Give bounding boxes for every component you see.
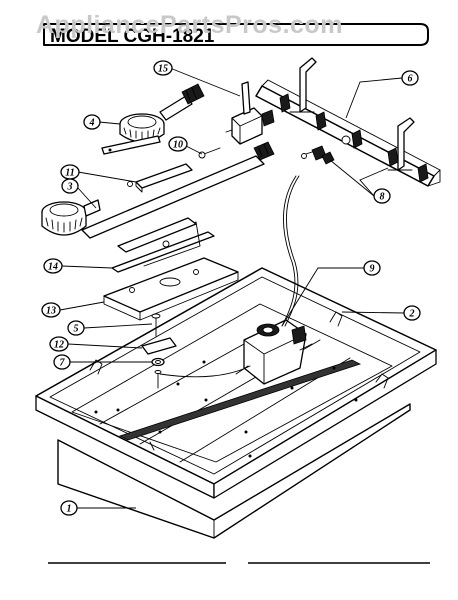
callout-1: 1	[60, 500, 78, 516]
top-burner-front	[41, 141, 275, 239]
orifice-fittings	[301, 145, 335, 165]
burner-bracket	[111, 217, 215, 273]
callout-13-label: 13	[46, 306, 56, 317]
callout-14: 14	[43, 258, 63, 274]
callout-4-label: 4	[89, 118, 95, 129]
gas-line	[281, 175, 297, 327]
screw-10	[198, 147, 221, 159]
callout-15: 15	[153, 60, 173, 76]
callout-11-label: 11	[65, 168, 74, 179]
callout-6: 6	[401, 70, 419, 86]
callout-13: 13	[41, 302, 61, 318]
callout-12: 12	[49, 336, 69, 352]
burner-valve	[225, 81, 275, 145]
callout-11: 11	[60, 164, 80, 180]
leader-lines	[59, 67, 405, 509]
model-header: MODEL CGH-1821	[43, 23, 429, 47]
callout-9-label: 9	[370, 264, 375, 275]
clip-12	[141, 337, 177, 355]
callout-8-label: 8	[380, 192, 385, 203]
pressure-regulator	[235, 319, 313, 385]
callout-10: 10	[168, 136, 188, 152]
burner-support	[103, 257, 239, 321]
heat-shield-plate	[127, 163, 193, 193]
callout-3: 3	[61, 178, 79, 194]
callout-14-label: 14	[48, 262, 58, 273]
gas-manifold	[255, 57, 441, 187]
callout-12-label: 12	[54, 340, 64, 351]
screw-5	[151, 313, 161, 337]
callout-9: 9	[363, 260, 381, 276]
supply-line	[159, 365, 251, 378]
callout-7: 7	[53, 354, 71, 370]
callout-8: 8	[373, 188, 391, 204]
callout-10-label: 10	[173, 140, 183, 151]
callout-3-label: 3	[67, 182, 73, 193]
callout-6-label: 6	[408, 74, 413, 85]
callout-1-label: 1	[67, 504, 72, 515]
callout-2-label: 2	[409, 309, 415, 320]
model-label: MODEL CGH-1821	[50, 26, 215, 47]
callout-4: 4	[83, 114, 101, 130]
watermark: AppliancePartsPros.com	[36, 11, 343, 39]
callout-5-label: 5	[74, 324, 79, 335]
callout-2: 2	[403, 305, 421, 321]
callout-15-label: 15	[158, 64, 168, 75]
callout-5: 5	[67, 320, 85, 336]
base-panel	[57, 403, 411, 539]
top-burner-rear	[101, 83, 205, 155]
callout-7-label: 7	[60, 358, 66, 369]
